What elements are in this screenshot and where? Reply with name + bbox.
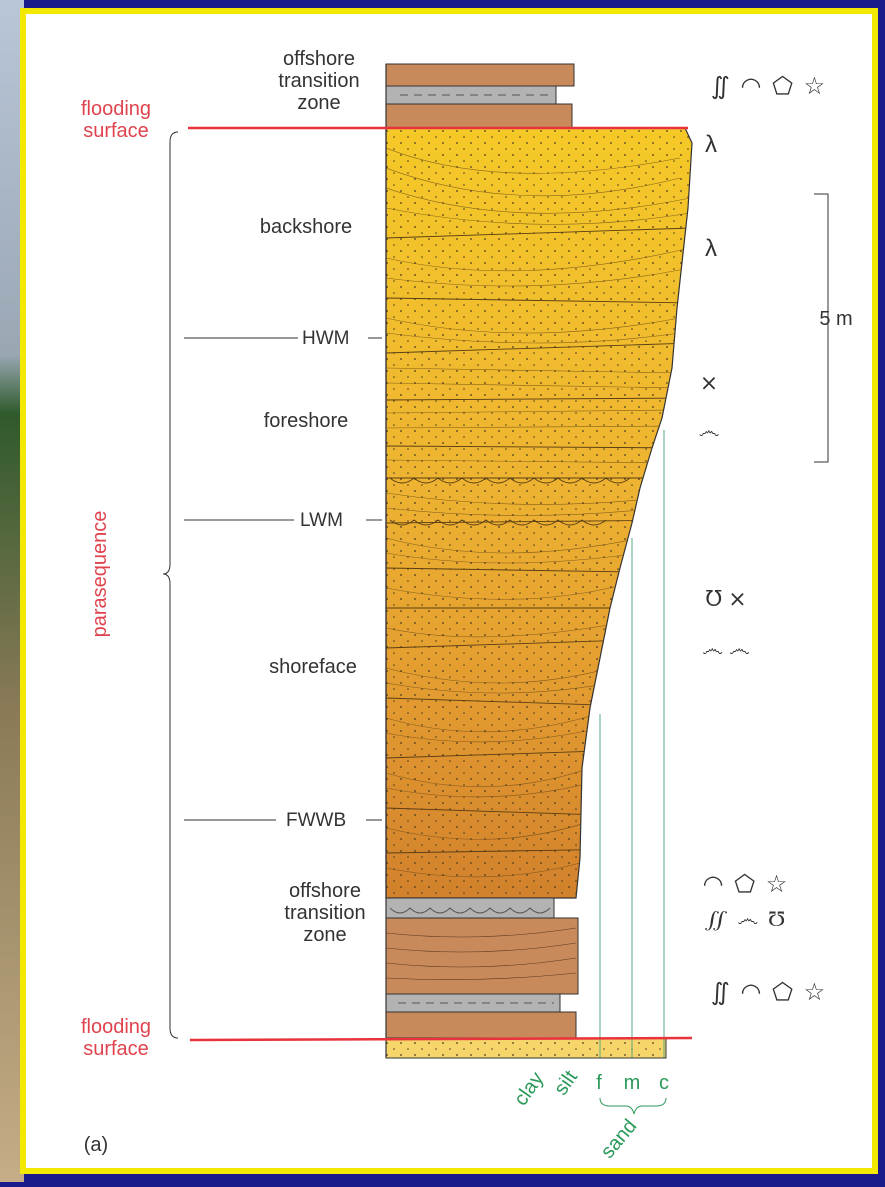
- burrow-icon-1: ⨯: [699, 370, 719, 395]
- scale-bar: [814, 193, 829, 463]
- flooding-surface-bottom-label: flooding surface: [60, 1016, 172, 1060]
- stratigraphic-figure: offshore transition zone flooding surfac…: [20, 8, 878, 1174]
- symbols-low-row1: ◠ ⬠ ☆: [702, 871, 790, 898]
- panel-label: (a): [83, 1134, 109, 1156]
- flooding-bottom-line2: surface: [83, 1038, 149, 1060]
- foreshore-label: foreshore: [263, 410, 349, 432]
- burrow-icon-2: ෴: [698, 418, 720, 443]
- scale-label: 5 m: [819, 308, 853, 330]
- parasequence-label: parasequence: [89, 510, 111, 638]
- lwm-label: LWM: [300, 510, 343, 531]
- grain-size-guides: [599, 430, 665, 1058]
- top-offshore-line3: zone: [297, 92, 341, 114]
- top-offshore-label: offshore transition zone: [264, 48, 374, 114]
- top-offshore-beds: [385, 63, 575, 129]
- symbols-low-row2: ∬ ෴ ℧: [705, 906, 787, 931]
- flooding-top-line2: surface: [83, 120, 149, 142]
- flooding-surface-bottom-line: [189, 1036, 693, 1042]
- lambda-icon-2: λ: [705, 235, 717, 262]
- sand-bracket: [599, 1097, 667, 1115]
- hwm-label: HWM: [302, 328, 350, 349]
- top-offshore-line1: offshore: [283, 48, 355, 70]
- flooding-surface-top-label: flooding surface: [60, 98, 172, 142]
- parasequence-bracket: [162, 131, 179, 1039]
- bottom-offshore-label: offshore transition zone: [270, 880, 380, 946]
- backshore-label: backshore: [259, 216, 353, 238]
- fwwb-label: FWWB: [286, 810, 347, 831]
- bottom-offshore-beds: [385, 897, 667, 1059]
- sand-body: [385, 127, 693, 899]
- grain-c-label: c: [659, 1072, 669, 1094]
- symbols-row-top: ∬ ◠ ⬠ ☆: [710, 73, 828, 100]
- grain-m-label: m: [623, 1072, 641, 1094]
- top-offshore-line2: transition: [278, 70, 360, 92]
- flooding-bottom-line1: flooding: [80, 1016, 152, 1038]
- symbols-mid-row1: ℧ ⨯: [705, 586, 747, 611]
- grain-f-label: f: [596, 1072, 602, 1094]
- flooding-top-line1: flooding: [80, 98, 152, 120]
- bottom-offshore-line3: zone: [303, 924, 347, 946]
- lambda-icon-1: λ: [705, 131, 717, 158]
- stratigraphic-column: [162, 63, 829, 1115]
- bottom-offshore-line2: transition: [284, 902, 366, 924]
- shoreface-label: shoreface: [269, 656, 357, 678]
- bottom-offshore-line1: offshore: [289, 880, 361, 902]
- symbols-mid-row2: ෴ ෴: [702, 636, 750, 661]
- symbols-row-bottom: ∬ ◠ ⬠ ☆: [710, 979, 828, 1006]
